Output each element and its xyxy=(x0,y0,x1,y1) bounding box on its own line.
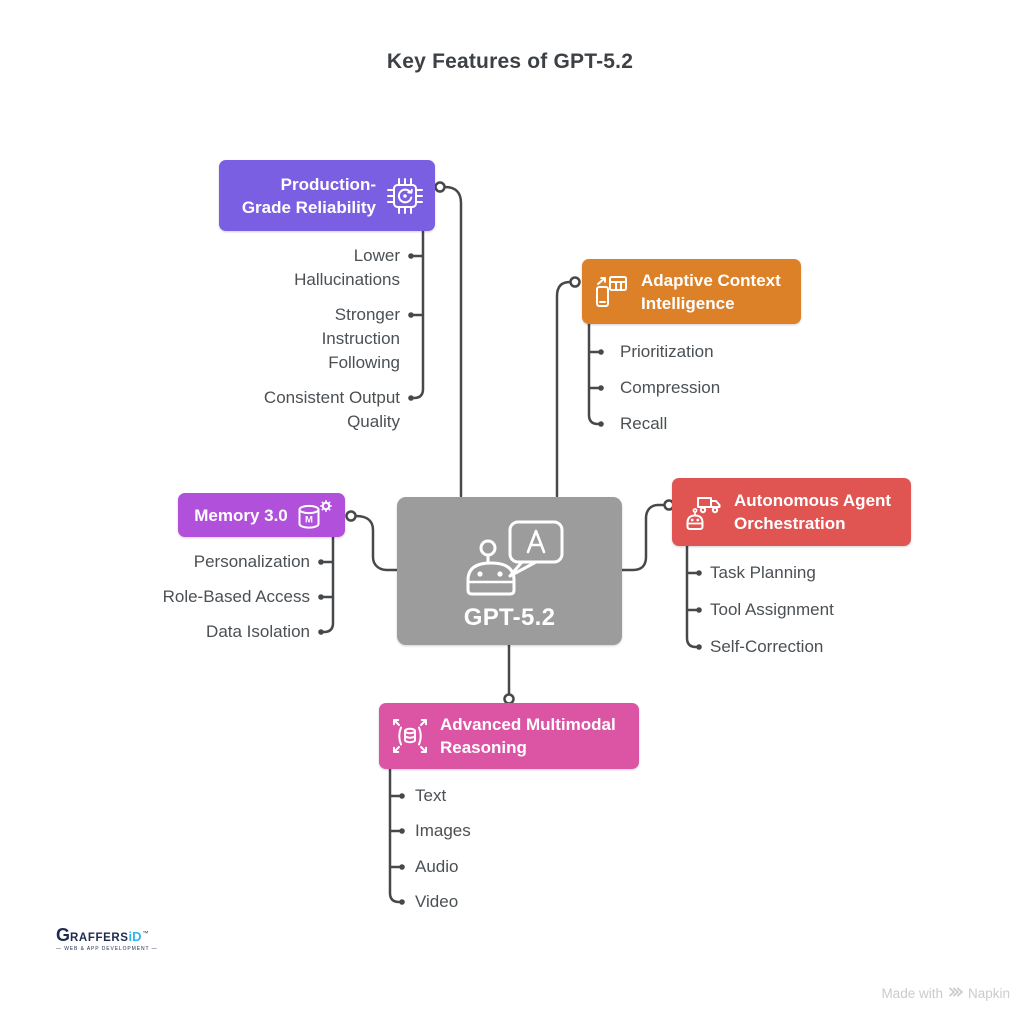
branch-line xyxy=(412,229,425,400)
connector-context xyxy=(555,280,572,498)
branch-dot xyxy=(399,899,405,905)
connector-memory xyxy=(354,514,399,572)
branch-agent xyxy=(685,544,702,650)
credit-text: Made with xyxy=(881,986,943,1001)
feature-item: Stronger Instruction Following xyxy=(321,305,400,372)
connector-ring-memory xyxy=(345,510,357,522)
node-label: Memory 3.0 xyxy=(194,505,288,525)
node-memory-3-0: Memory 3.0 M xyxy=(178,493,345,537)
feature-item: Consistent Output Quality xyxy=(263,388,400,431)
branch-dot xyxy=(696,607,702,613)
node-label: Adaptive Context Intelligence xyxy=(641,270,781,313)
node-autonomous-agent-orchestration: Autonomous Agent Orchestration xyxy=(672,478,911,546)
feature-item: Personalization xyxy=(193,552,310,571)
node-adaptive-context-intelligence: Adaptive Context Intelligence xyxy=(582,259,801,324)
branch-dot xyxy=(399,793,405,799)
branch-multimodal xyxy=(388,767,405,905)
feature-item: Recall xyxy=(620,414,668,433)
branch-dot xyxy=(399,864,405,870)
logo-tagline: — WEB & APP DEVELOPMENT — xyxy=(56,946,158,952)
branch-dot xyxy=(598,421,604,427)
branch-line xyxy=(322,535,335,634)
feature-item: Video xyxy=(415,892,459,911)
feature-item: Compression xyxy=(620,378,721,397)
node-production-grade-reliability: Production-Grade Reliability xyxy=(219,160,435,231)
branch-dot xyxy=(598,349,604,355)
node-label: Advanced Multimodal Reasoning xyxy=(440,715,616,757)
branch-memory xyxy=(318,535,335,635)
expand-data-icon xyxy=(389,715,431,757)
robot-truck-icon xyxy=(684,492,724,532)
feature-item: Text xyxy=(415,786,447,805)
feature-item: Prioritization xyxy=(620,342,714,361)
logo-id: iD xyxy=(128,929,142,944)
chip-refresh-icon xyxy=(385,176,425,216)
branch-dot xyxy=(318,559,324,565)
branch-dot xyxy=(408,253,414,259)
feature-item: Lower Hallucinations xyxy=(294,246,400,289)
feature-item: Self-Correction xyxy=(710,637,824,656)
device-sync-grid-icon xyxy=(592,272,632,312)
node-gpt-5-2-center: GPT-5.2 xyxy=(397,497,622,645)
branch-line xyxy=(685,544,698,649)
logo-letter-g: G xyxy=(56,925,71,945)
branch-dot xyxy=(318,594,324,600)
branch-reliability xyxy=(408,229,425,401)
node-label: Production-Grade Reliability xyxy=(241,174,376,217)
memory-icon-letter: M xyxy=(305,514,313,525)
branch-dot xyxy=(598,385,604,391)
connector-ring-context xyxy=(569,276,581,288)
diagram-title: Key Features of GPT-5.2 xyxy=(386,50,634,73)
feature-item: Tool Assignment xyxy=(710,600,834,619)
branch-dot xyxy=(696,644,702,650)
feature-item: Task Planning xyxy=(710,563,816,582)
logo-text: RAFFERS xyxy=(70,932,129,944)
branch-dot xyxy=(408,312,414,318)
connector-reliability xyxy=(443,185,463,498)
napkin-credit: Made with Napkin xyxy=(881,985,1010,1002)
feature-item: Role-Based Access xyxy=(162,587,310,606)
node-label: Autonomous Agent Orchestration xyxy=(734,491,892,533)
robot-chat-icon xyxy=(452,518,568,602)
center-node-label: GPT-5.2 xyxy=(463,603,556,631)
feature-item: Images xyxy=(415,821,471,840)
node-advanced-multimodal-reasoning: Advanced Multimodal Reasoning xyxy=(379,703,639,769)
feature-item: Data Isolation xyxy=(206,622,310,641)
logo-trademark: ™ xyxy=(142,931,149,937)
branch-dot xyxy=(408,395,414,401)
branch-dot xyxy=(399,828,405,834)
branch-dot xyxy=(696,570,702,576)
napkin-logo-icon xyxy=(948,985,963,1002)
branch-context xyxy=(587,322,604,427)
feature-item: Audio xyxy=(415,857,459,876)
branch-line xyxy=(388,767,401,904)
branch-dot xyxy=(318,629,324,635)
database-gear-icon: M xyxy=(296,499,333,531)
connector-agent xyxy=(620,503,665,572)
connector-ring-reliability xyxy=(434,181,446,193)
credit-brand: Napkin xyxy=(967,986,1010,1001)
branch-line xyxy=(587,322,600,426)
